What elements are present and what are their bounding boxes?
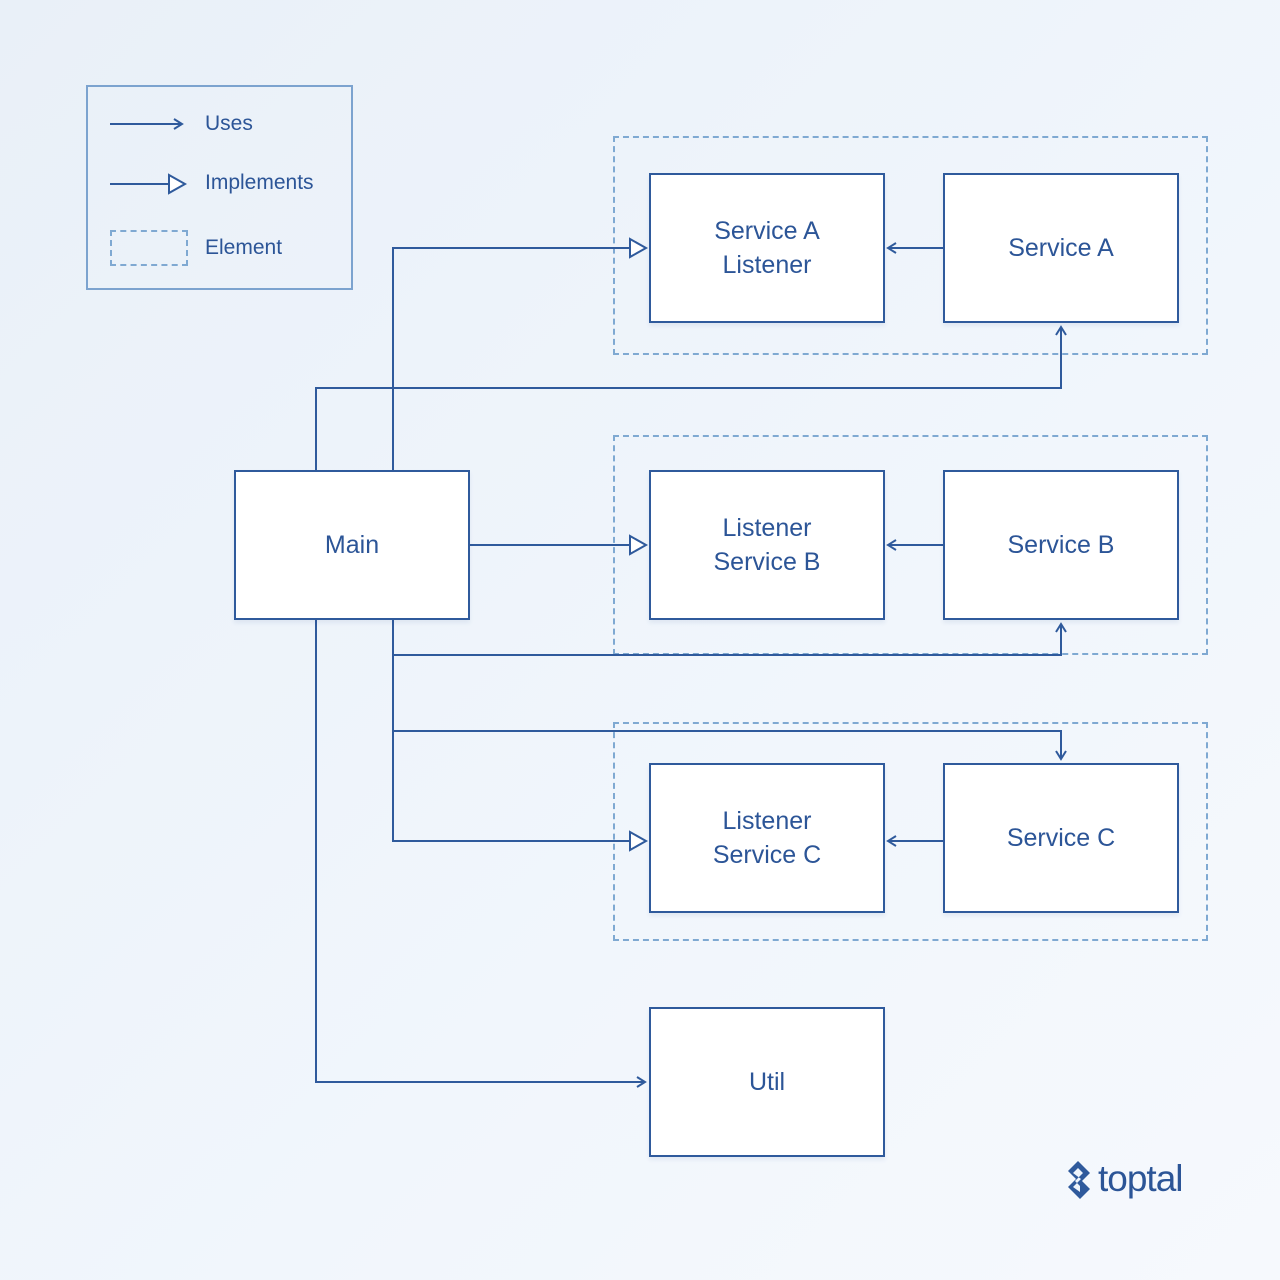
service-a-label: Service A: [1008, 234, 1114, 262]
service-c-label: Service C: [1006, 824, 1116, 852]
util-label: Util: [748, 1068, 786, 1096]
edge-main-to-service-c: [392, 655, 1067, 761]
listener-service-b-label: Listener Service B: [713, 514, 821, 576]
legend-element-label: Element: [205, 236, 283, 259]
legend-element-swatch: [110, 230, 188, 266]
legend-uses-label: Uses: [205, 112, 253, 135]
service-b-box[interactable]: Service B: [943, 470, 1179, 620]
service-a-listener-label: Service A Listener: [714, 217, 820, 279]
legend: [86, 85, 353, 290]
service-a-box[interactable]: Service A: [943, 173, 1179, 323]
element-group-c: [613, 722, 1208, 941]
legend-implements-label: Implements: [205, 171, 314, 194]
toptal-wordmark: toptal: [1098, 1158, 1184, 1199]
service-b-label: Service B: [1007, 531, 1115, 559]
edge-main-to-service-a: [315, 325, 1067, 470]
main-box[interactable]: Main: [234, 470, 470, 620]
toptal-logo[interactable]: toptal: [1064, 1156, 1184, 1202]
listener-service-c-box[interactable]: Listener Service C: [649, 763, 885, 913]
service-a-listener-box[interactable]: Service A Listener: [649, 173, 885, 323]
toptal-diamond-icon: [1068, 1161, 1090, 1199]
listener-service-b-box[interactable]: Listener Service B: [649, 470, 885, 620]
edge-main-to-util: [315, 619, 647, 1088]
edge-main-to-service-b: [392, 619, 1067, 656]
main-label: Main: [324, 531, 380, 559]
element-group-a: [613, 136, 1208, 355]
edge-main-to-listener-service-c: [392, 731, 649, 852]
listener-service-c-label: Listener Service C: [712, 807, 822, 869]
util-box[interactable]: Util: [649, 1007, 885, 1157]
service-c-box[interactable]: Service C: [943, 763, 1179, 913]
edge-main-to-service-a-listener: [392, 237, 649, 470]
